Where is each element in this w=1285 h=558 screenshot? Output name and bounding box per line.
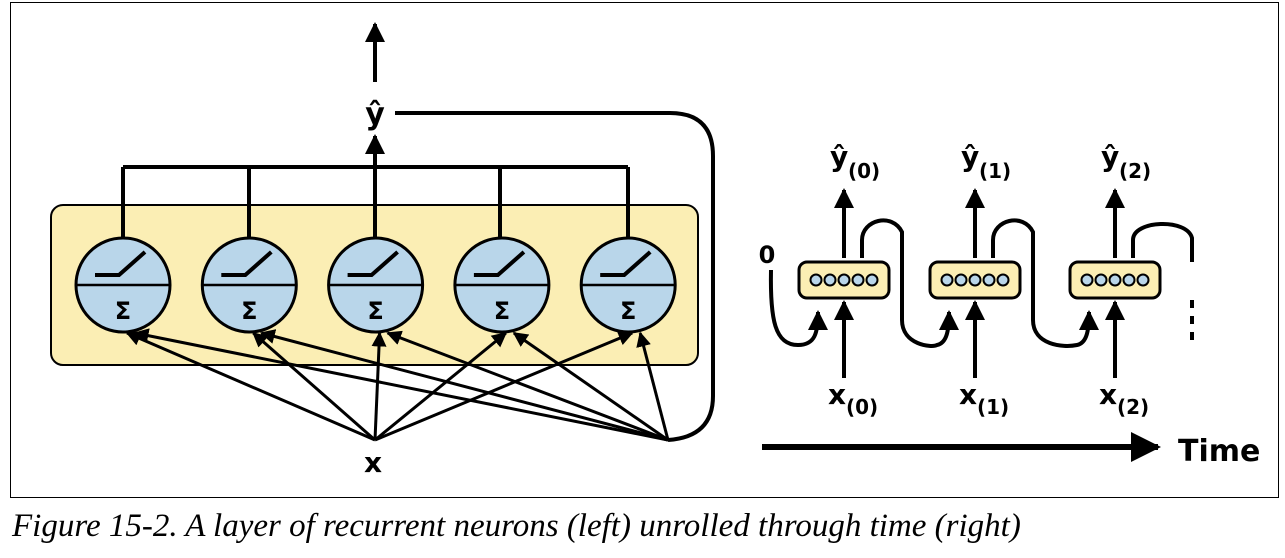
sum-symbol: Σ — [620, 297, 636, 325]
unit-dot — [809, 273, 823, 287]
input-label: x — [364, 446, 382, 479]
figure-frame — [10, 2, 1279, 498]
time-step-0: ŷ(0)x(0) — [797, 140, 959, 419]
initial-state-wire — [768, 269, 828, 348]
output-subscript: (0) — [848, 159, 880, 183]
input-edge-1 — [125, 331, 376, 442]
sum-symbol: Σ — [367, 297, 383, 325]
output-label: ŷ — [1101, 140, 1119, 173]
output-subscript: (2) — [1119, 159, 1151, 183]
time-step-2: ŷ(2)x(2) — [1068, 140, 1194, 419]
recurrent-edge-4 — [512, 331, 669, 442]
figure-caption: Figure 15-2. A layer of recurrent neuron… — [12, 508, 1021, 544]
unit-dot — [996, 273, 1010, 287]
input-label: x — [959, 378, 977, 411]
input-edge-4 — [374, 331, 508, 442]
unit-dot — [1080, 273, 1094, 287]
recurrent-edge-5 — [636, 331, 670, 441]
recurrent-wire — [991, 218, 1099, 348]
neuron-3: Σ — [327, 236, 425, 334]
recurrent-edge-3 — [386, 330, 669, 442]
unit-dot — [1108, 273, 1122, 287]
input-subscript: (0) — [846, 395, 878, 419]
neuron-1: Σ — [74, 236, 172, 334]
input-edge-3 — [371, 331, 387, 441]
initial-state-label: 0 — [759, 241, 776, 269]
input-subscript: (1) — [977, 395, 1009, 419]
sum-symbol: Σ — [494, 297, 510, 325]
unit-dot — [837, 273, 851, 287]
unit-dot — [982, 273, 996, 287]
output-label: ŷ — [365, 97, 385, 132]
sum-symbol: Σ — [241, 297, 257, 325]
unit-dot — [1094, 273, 1108, 287]
neuron-2: Σ — [200, 236, 298, 334]
output-label: ŷ — [830, 140, 848, 173]
recurrent-wire — [1131, 222, 1194, 262]
input-subscript: (2) — [1117, 395, 1149, 419]
output-label: ŷ — [961, 140, 979, 173]
time-steps: ŷ(0)x(0)ŷ(1)x(1)ŷ(2)x(2) — [797, 140, 1194, 419]
unit-dot — [823, 273, 837, 287]
relu-icon — [95, 250, 147, 277]
input-edge-5 — [374, 331, 634, 442]
neuron-4: Σ — [453, 236, 551, 334]
unit-dot — [954, 273, 968, 287]
sum-symbol: Σ — [115, 297, 131, 325]
unit-dot — [851, 273, 865, 287]
unit-dot — [865, 273, 879, 287]
relu-icon — [347, 250, 399, 277]
unit-dot — [968, 273, 982, 287]
relu-icon — [221, 250, 273, 277]
input-edge-2 — [252, 331, 376, 442]
recurrent-edge-1 — [133, 328, 669, 442]
input-label: x — [828, 378, 846, 411]
feedback-loop — [395, 111, 715, 442]
unit-dot — [1136, 273, 1150, 287]
unit-dot — [1122, 273, 1136, 287]
recurrent-layer-panel: ŷ Σ Σ Σ Σ Σ x — [50, 22, 715, 479]
input-connections — [125, 328, 670, 442]
relu-icon — [473, 250, 526, 277]
recurrent-wire — [860, 218, 959, 348]
unrolled-panel: 0 ŷ(0)x(0)ŷ(1)x(1)ŷ(2)x(2) Time — [759, 140, 1261, 469]
recurrent-edge-2 — [259, 329, 669, 442]
time-step-1: ŷ(1)x(1) — [928, 140, 1099, 419]
neuron-5: Σ — [579, 236, 677, 334]
unit-dot — [940, 273, 954, 287]
input-label: x — [1099, 378, 1117, 411]
relu-icon — [600, 250, 652, 277]
output-subscript: (1) — [979, 159, 1011, 183]
time-label: Time — [1178, 434, 1260, 469]
